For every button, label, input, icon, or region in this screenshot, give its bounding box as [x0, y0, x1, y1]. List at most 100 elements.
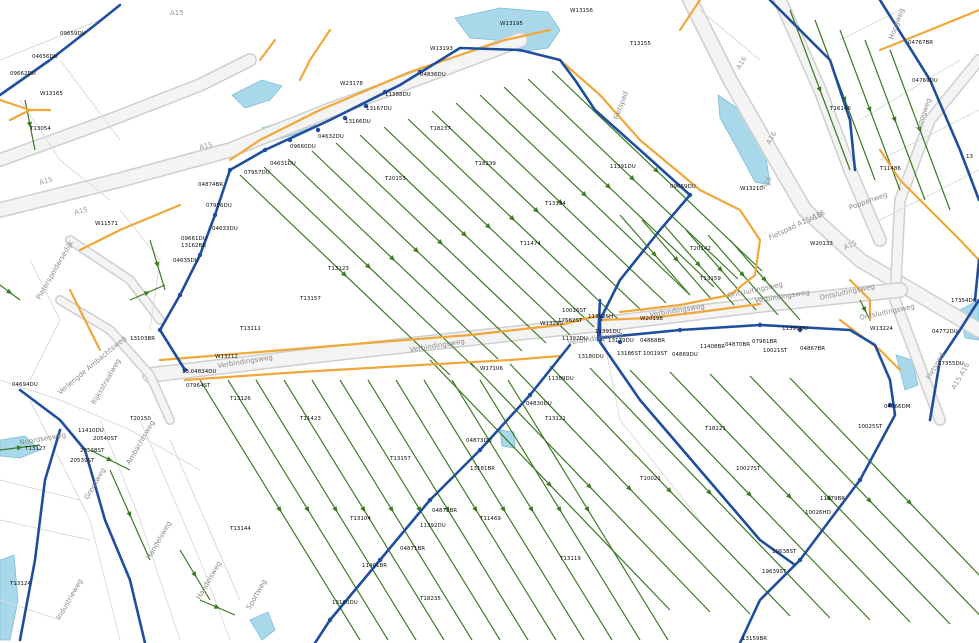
structure-node[interactable]: [327, 617, 333, 623]
structure-node[interactable]: [427, 497, 433, 503]
street-label: Noordsesweg: [19, 431, 67, 447]
structure-node[interactable]: [417, 69, 423, 75]
structure-label: 04631DU: [270, 161, 296, 167]
structure-node[interactable]: [227, 167, 233, 173]
structure-node[interactable]: [212, 212, 218, 218]
culvert-lines: [0, 9, 979, 641]
flow-arrow-icon: [666, 487, 673, 494]
structure-node[interactable]: [177, 292, 183, 298]
structure-node[interactable]: [677, 327, 683, 333]
structure-label: 04874BR: [198, 182, 223, 188]
culvert-label: T13104: [349, 516, 371, 522]
structure-node[interactable]: [262, 147, 268, 153]
flow-arrow-icon: [332, 506, 338, 513]
structure-node[interactable]: [315, 127, 321, 133]
structure-node[interactable]: [797, 557, 803, 563]
structure-label: 13: [966, 154, 973, 160]
structure-node[interactable]: [687, 192, 693, 198]
culvert-label: T13157: [299, 296, 321, 302]
watercourse-label: W13224: [870, 326, 893, 332]
highway-label: A16: [735, 55, 749, 71]
structure-label: 20540ST: [93, 436, 118, 442]
structure-node[interactable]: [377, 557, 383, 563]
flow-arrow-icon: [826, 495, 833, 502]
structure-label: 04872BR: [432, 508, 457, 514]
flow-arrow-icon: [500, 506, 506, 513]
structure-label: 04772DU: [932, 329, 958, 335]
structure-label: 04836DU: [420, 72, 446, 78]
highway-label: A16: [765, 130, 779, 146]
structure-node[interactable]: [597, 337, 603, 343]
structure-label: 13181BR: [470, 466, 495, 472]
culvert-label: T13157: [389, 456, 411, 462]
structure-label: 04866DM: [884, 404, 911, 410]
culvert-label: T13054: [29, 126, 51, 132]
flow-arrow-icon: [191, 571, 197, 578]
structure-label: 04873DU: [466, 438, 492, 444]
flow-arrow-icon: [746, 491, 753, 498]
structure-label: 07956DU: [206, 203, 232, 209]
culvert-label: T13119: [559, 556, 581, 562]
street-label: Grensweg: [83, 467, 107, 501]
structure-label: 04767BR: [908, 40, 933, 46]
watercourse-label: W13212: [215, 354, 238, 360]
flow-arrow-icon: [16, 445, 23, 451]
culvert-label: T20142: [689, 246, 711, 252]
structure-label: 10027ST: [736, 466, 761, 472]
structure-node[interactable]: [363, 103, 369, 109]
watercourse-label: W13195: [500, 21, 523, 27]
structure-node[interactable]: [342, 115, 348, 121]
structure-label: 04694DU: [12, 382, 38, 388]
flow-arrow-icon: [866, 497, 873, 504]
highway-label: A15: [38, 176, 53, 187]
flow-arrow-icon: [546, 481, 553, 488]
structure-label: 11392SH: [588, 314, 613, 320]
structure-node[interactable]: [597, 317, 603, 323]
structure-label: 04656DU: [32, 54, 58, 60]
structure-label: 13160DU: [332, 600, 358, 606]
structure-label: 17562ST: [558, 318, 583, 324]
structure-node[interactable]: [757, 322, 763, 328]
structure-node[interactable]: [382, 89, 388, 95]
structure-label: 04869DU: [672, 352, 698, 358]
culvert-label: T20150: [129, 416, 151, 422]
structure-node[interactable]: [887, 402, 893, 408]
flow-arrow-icon: [557, 199, 564, 206]
structure-label: 11392DU: [420, 523, 446, 529]
structure-node[interactable]: [287, 137, 293, 143]
structure-label: 07957DU: [244, 170, 270, 176]
structure-node[interactable]: [857, 477, 863, 483]
highway-label: A15: [198, 141, 213, 152]
secondary-watercourses: [0, 0, 979, 382]
structure-node[interactable]: [477, 447, 483, 453]
structure-label: 10025ST: [858, 424, 883, 430]
flow-arrow-icon: [816, 86, 822, 93]
culvert-label: T18221: [704, 426, 726, 432]
structure-node[interactable]: [527, 392, 533, 398]
structure-node[interactable]: [197, 252, 203, 258]
flow-arrow-icon: [581, 191, 588, 198]
flow-arrow-icon: [485, 223, 492, 230]
street-label: Pieterspoldersedijk: [35, 239, 76, 301]
watercourse-label: W13210: [740, 186, 763, 192]
structure-node[interactable]: [157, 327, 163, 333]
flow-arrow-icon: [533, 207, 540, 214]
flow-arrow-icon: [786, 493, 793, 500]
structure-node[interactable]: [797, 327, 803, 333]
culvert-label: T20153: [384, 176, 406, 182]
structure-node[interactable]: [617, 339, 623, 345]
flow-arrow-icon: [739, 271, 745, 278]
structure-label: 11392DU: [562, 336, 588, 342]
street-label: Sportweg: [245, 578, 269, 611]
culvert-label: T18239: [474, 161, 496, 167]
structure-label: 09659DU: [670, 184, 696, 190]
street-label: Hoogweg: [914, 97, 933, 131]
structure-label: 13159BR: [742, 636, 767, 642]
structure-node[interactable]: [182, 367, 188, 373]
street-label: Verbindingsweg: [409, 337, 465, 354]
culvert-label: T11474: [519, 241, 541, 247]
structure-label: 10019ST: [643, 351, 668, 357]
structure-label: 13186ST: [617, 351, 642, 357]
street-label: Handelsweg: [195, 560, 223, 601]
